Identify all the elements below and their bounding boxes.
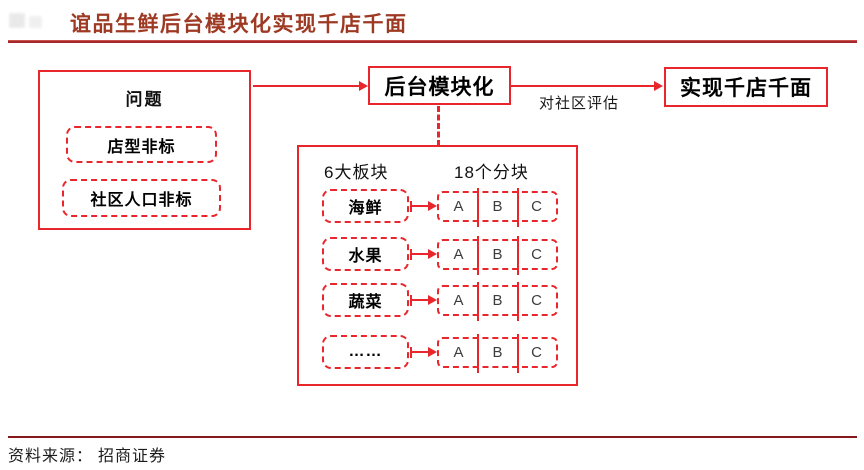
cell-divider (477, 334, 479, 373)
cell-divider (477, 188, 479, 227)
cell-divider (517, 334, 519, 373)
module-cell: A (453, 292, 464, 309)
problem-item-label: 店型非标 (107, 138, 176, 156)
figure-title: 谊品生鲜后台模块化实现千店千面 (70, 12, 408, 36)
source-note: 资料来源： 招商证券 (8, 448, 167, 465)
edge-label-community-assessment: 对社区评估 (539, 95, 620, 112)
panel-header-subblocks: 18个分块 (454, 163, 529, 182)
module-cell: A (453, 246, 464, 263)
module-cell: C (531, 344, 542, 361)
arrowhead-icon (428, 347, 437, 357)
module-row-label: 水果 (348, 248, 383, 265)
module-row-label: 蔬菜 (348, 294, 383, 311)
module-abc-box: A B C (437, 334, 558, 373)
arrow-problem-to-middle (253, 85, 359, 87)
node-store-type-nonstandard: 店型非标 (66, 126, 217, 163)
arrowhead-icon (428, 201, 437, 211)
cell-divider (517, 282, 519, 321)
arrowhead-icon (654, 81, 663, 91)
dashed-connector (437, 106, 440, 146)
module-cell: A (453, 344, 464, 361)
module-cell: B (492, 292, 503, 309)
arrowhead-icon (359, 81, 368, 91)
cell-divider (477, 282, 479, 321)
node-community-nonstandard: 社区人口非标 (62, 179, 221, 217)
module-row-label: 海鲜 (348, 200, 383, 217)
module-row-label-box: 海鲜 (322, 189, 409, 223)
middle-box-label: 后台模块化 (384, 75, 495, 99)
module-cell: B (492, 246, 503, 263)
cell-divider (517, 188, 519, 227)
title-rule (8, 40, 857, 43)
module-abc-box: A B C (437, 282, 558, 321)
module-abc-box: A B C (437, 236, 558, 275)
cell-divider (477, 236, 479, 275)
module-cell: A (453, 198, 464, 215)
problem-title: 问题 (125, 90, 164, 109)
module-cell: C (531, 292, 542, 309)
arrowhead-icon (428, 295, 437, 305)
panel-header-sections: 6大板块 (324, 163, 389, 182)
problem-item-label: 社区人口非标 (90, 192, 193, 209)
module-cell: C (531, 198, 542, 215)
footer-rule (8, 436, 857, 438)
module-row-label-box: 蔬菜 (322, 283, 409, 317)
cell-divider (517, 236, 519, 275)
arrow-middle-to-result (511, 85, 654, 87)
row-arrow (410, 299, 429, 301)
row-arrow (410, 253, 429, 255)
faded-figure-number-mark (29, 16, 42, 28)
faded-figure-number-mark (9, 13, 25, 28)
row-arrow (410, 351, 429, 353)
module-cell: B (492, 344, 503, 361)
result-box-label: 实现千店千面 (680, 77, 812, 100)
arrowhead-icon (428, 249, 437, 259)
module-row-label-box: …… (322, 335, 409, 369)
node-backend-modularization: 后台模块化 (368, 66, 511, 105)
module-abc-box: A B C (437, 188, 558, 227)
module-row-label-box: 水果 (322, 237, 409, 271)
module-cell: B (492, 198, 503, 215)
module-cell: C (531, 246, 542, 263)
node-result: 实现千店千面 (664, 67, 828, 107)
row-arrow (410, 205, 429, 207)
module-row-label: …… (348, 343, 383, 360)
